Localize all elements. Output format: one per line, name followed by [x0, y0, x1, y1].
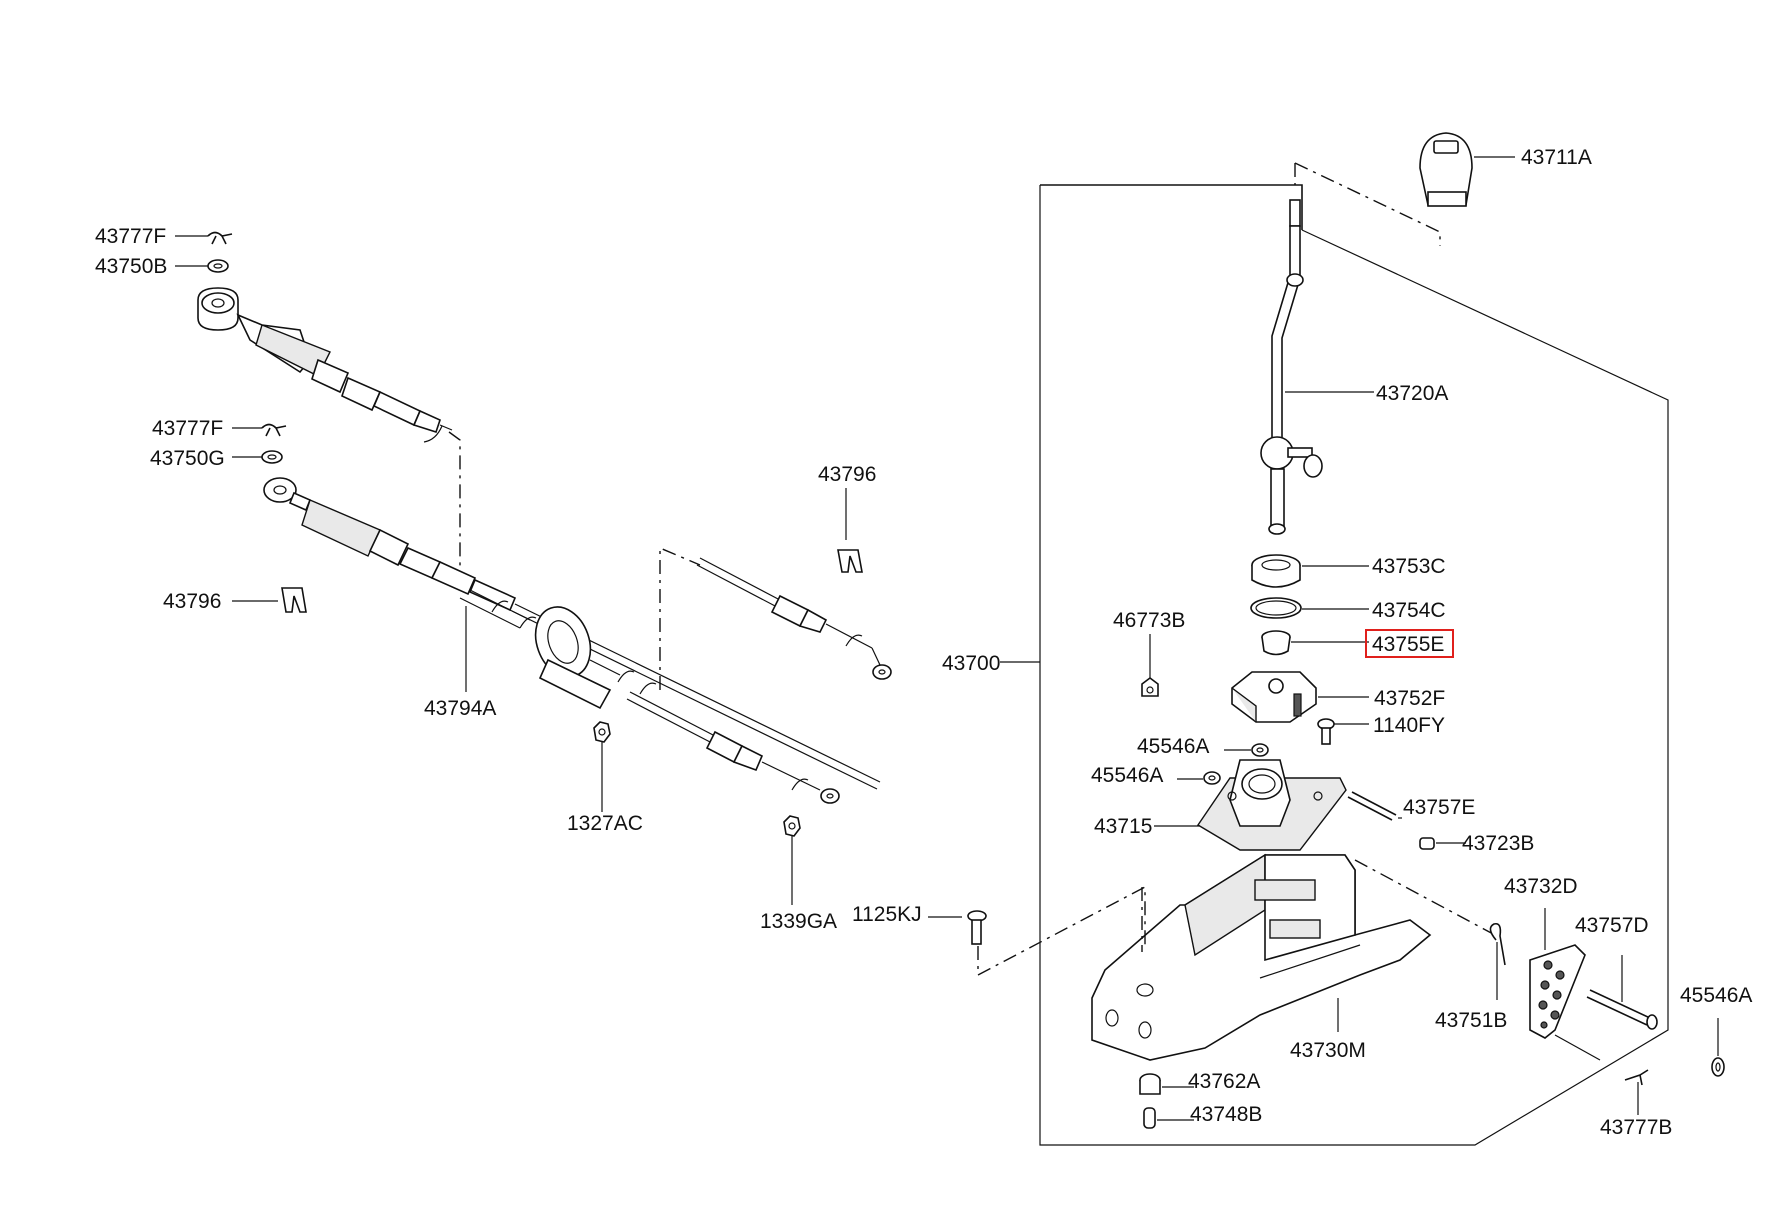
washer-43750B-part: [175, 259, 229, 273]
label-43752F: 43752F: [1374, 687, 1445, 710]
label-43755E: 43755E: [1372, 633, 1444, 656]
cable-run-lower-part: [626, 691, 840, 804]
nut-1339GA-part: [783, 815, 801, 905]
label-46773B: 46773B: [1113, 609, 1185, 632]
label-1339GA: 1339GA: [760, 910, 837, 933]
housing-43752F-part: [1231, 671, 1369, 723]
washer-46773B-part: [1141, 634, 1159, 697]
nut-1327AC-part: [593, 721, 611, 812]
cable-grommet-part: [459, 589, 657, 710]
label-1125KJ: 1125KJ: [852, 903, 922, 926]
bushing-43723B-part: [1419, 837, 1466, 850]
label-43711A: 43711A: [1521, 146, 1592, 169]
seat-43755E-part: [1261, 630, 1369, 656]
cable-run-upper-part: [448, 431, 892, 690]
label-43753C: 43753C: [1372, 555, 1446, 578]
pin-43757D-part: [1586, 955, 1658, 1030]
clip-43796-right-part: [837, 488, 863, 573]
washer-43750G-part: [232, 450, 283, 464]
label-43750B: 43750B: [95, 255, 167, 278]
bushing-43753C-part: [1251, 554, 1369, 588]
plate-43732D-part: [1354, 859, 1601, 1061]
ring-43754C-part: [1250, 597, 1369, 619]
label-43757D: 43757D: [1575, 914, 1649, 937]
label-43762A: 43762A: [1188, 1070, 1260, 1093]
pin-43748B-part: [1143, 1107, 1194, 1129]
cable-end-upper-part: [197, 287, 453, 443]
cable-end-lower-part: [263, 477, 881, 790]
label-1327AC: 1327AC: [567, 812, 643, 835]
pin-43757E-part: [1347, 791, 1402, 821]
label-43750G: 43750G: [150, 447, 225, 470]
label-43715: 43715: [1094, 815, 1152, 838]
label-45546A-upper: 45546A: [1137, 735, 1209, 758]
label-43777B: 43777B: [1600, 1116, 1672, 1139]
label-1140FY: 1140FY: [1373, 714, 1445, 737]
bolt-1125KJ-part: [928, 885, 1146, 977]
bolt-1140FY-part: [1317, 718, 1369, 745]
label-43730M: 43730M: [1290, 1039, 1366, 1062]
label-43777F-upper: 43777F: [95, 225, 166, 248]
washer-45546A-lower-part: [1177, 771, 1221, 785]
label-43700: 43700: [942, 652, 1000, 675]
clip-43796-left-part: [232, 587, 307, 613]
label-45546A-lower: 45546A: [1091, 764, 1163, 787]
label-43794A: 43794A: [424, 697, 496, 720]
clip-43777F-upper-part: [175, 231, 233, 245]
bracket-43715-part: [1154, 759, 1347, 851]
clip-43777B-part: [1624, 1069, 1649, 1115]
label-43720A: 43720A: [1376, 382, 1448, 405]
highlight-box: [1365, 629, 1454, 658]
clip-43777F-lower-part: [232, 423, 287, 437]
part-labels: 43711A 43777F 43750B 43720A 43777F 43750…: [95, 146, 1752, 1139]
shift-knob-part: [1419, 132, 1515, 207]
label-43751B: 43751B: [1435, 1009, 1507, 1032]
label-45546A-right: 45546A: [1680, 984, 1752, 1007]
label-43754C: 43754C: [1372, 599, 1446, 622]
label-43748B: 43748B: [1190, 1103, 1262, 1126]
base-43730M-part: [1091, 853, 1432, 1061]
label-43796-right: 43796: [818, 463, 876, 486]
label-43732D: 43732D: [1504, 875, 1578, 898]
assembly-outline: [1000, 162, 1669, 1146]
label-43796-left: 43796: [163, 590, 221, 613]
shift-lever-part: [1260, 199, 1374, 535]
label-43777F-lower: 43777F: [152, 417, 223, 440]
label-43757E: 43757E: [1403, 796, 1475, 819]
washer-45546A-right-part: [1711, 1018, 1725, 1077]
washer-45546A-upper-part: [1224, 743, 1269, 757]
bushing-43762A-part: [1139, 1073, 1194, 1095]
label-43723B: 43723B: [1462, 832, 1534, 855]
clip-43751B-part: [1489, 922, 1506, 1000]
